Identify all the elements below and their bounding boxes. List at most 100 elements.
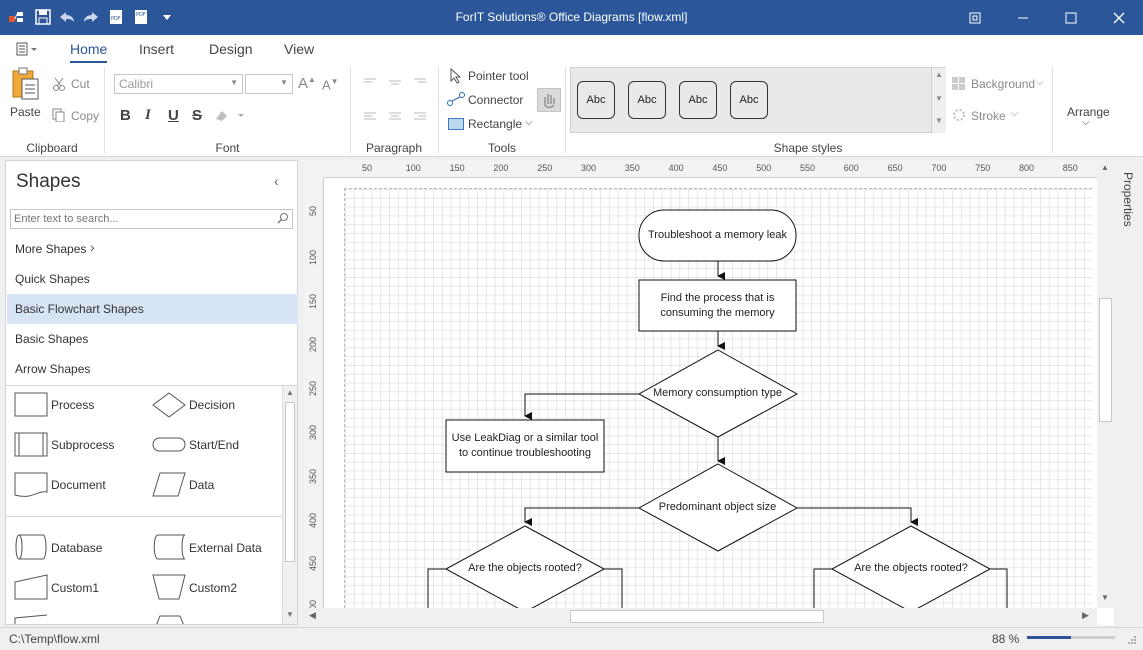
shape-start-end[interactable]: Start/End (189, 438, 240, 452)
arrange-button[interactable]: Arrange (1067, 105, 1110, 119)
chevron-down-icon[interactable]: ▼ (935, 94, 943, 103)
chevron-up-icon[interactable]: ▲ (286, 388, 294, 397)
properties-tab[interactable]: Properties (1121, 172, 1135, 227)
search-icon[interactable] (277, 212, 289, 227)
stroke-button[interactable]: Stroke (971, 109, 1006, 123)
shape-custom2[interactable]: Custom2 (189, 581, 238, 595)
connector[interactable] (524, 507, 639, 526)
minimize-icon[interactable] (999, 0, 1047, 35)
scroll-thumb[interactable] (285, 402, 295, 562)
scroll-thumb[interactable] (1099, 298, 1112, 422)
chevron-down-icon[interactable]: ⌵ (1011, 108, 1019, 119)
process-node-leakdiag[interactable] (445, 419, 605, 473)
shape-subprocess[interactable]: Subprocess (51, 438, 115, 452)
gallery-expand-icon[interactable]: ▼ (935, 116, 943, 125)
chevron-down-icon[interactable]: ▼ (1101, 593, 1109, 602)
custom1-shape-icon[interactable] (14, 574, 48, 602)
canvas-horizontal-scrollbar[interactable]: ◀ ▶ (304, 608, 1097, 625)
resize-grip-icon[interactable] (1127, 634, 1137, 648)
strikethrough-icon[interactable]: S (192, 107, 203, 124)
customize-qat-icon[interactable] (158, 8, 176, 26)
process-node-find[interactable] (638, 279, 797, 332)
external-data-shape-icon[interactable] (152, 534, 186, 562)
nav-quick-shapes[interactable]: Quick Shapes (7, 264, 298, 294)
fullscreen-icon[interactable] (951, 0, 999, 35)
chevron-right-icon[interactable]: ▶ (1082, 610, 1089, 620)
subprocess-shape-icon[interactable] (14, 432, 48, 458)
collapse-panel-icon[interactable]: ‹ (274, 173, 279, 189)
custom2-shape-icon[interactable] (152, 574, 186, 602)
connector[interactable] (524, 393, 639, 420)
chevron-down-icon[interactable]: ▼ (286, 610, 294, 619)
shape-gallery-scrollbar[interactable]: ▲ ▼ (282, 386, 297, 624)
shape-decision[interactable]: Decision (189, 398, 236, 412)
canvas-vertical-scrollbar[interactable]: ▲ ▼ (1097, 160, 1114, 608)
scroll-thumb[interactable] (570, 610, 824, 623)
nav-more-shapes[interactable]: More Shapes › (7, 234, 298, 264)
bold-icon[interactable]: B (120, 107, 131, 124)
align-left-icon[interactable] (364, 111, 376, 125)
rectangle-button[interactable]: Rectangle (468, 117, 523, 131)
close-icon[interactable] (1095, 0, 1143, 35)
align-top-center-icon[interactable] (389, 79, 401, 93)
decision-node-object-size[interactable] (637, 463, 799, 552)
pan-tool-button[interactable] (537, 88, 561, 112)
nav-arrow-shapes[interactable]: Arrow Shapes (7, 354, 298, 384)
shape-data[interactable]: Data (189, 478, 215, 492)
canvas-viewport[interactable]: Troubleshoot a memory leak Find the proc… (324, 178, 1097, 608)
nav-basic-flowchart-shapes[interactable]: Basic Flowchart Shapes (7, 294, 298, 324)
tab-design[interactable]: Design (209, 41, 253, 57)
shrink-font-icon[interactable]: A▼ (322, 77, 339, 93)
shape-custom1[interactable]: Custom1 (51, 581, 100, 595)
align-center-icon[interactable] (389, 111, 401, 125)
export-pdf-icon[interactable]: PDF (107, 8, 125, 26)
data-shape-icon[interactable] (152, 472, 186, 498)
save-icon[interactable] (34, 8, 52, 26)
pointer-tool-button[interactable]: Pointer tool (468, 69, 529, 83)
shape-external-data[interactable]: External Data (189, 541, 262, 555)
shape-style-3[interactable]: Abc (679, 81, 717, 119)
file-menu-icon[interactable] (16, 42, 38, 59)
connector[interactable] (604, 568, 623, 608)
tab-insert[interactable]: Insert (139, 41, 175, 57)
shape-style-2[interactable]: Abc (628, 81, 666, 119)
chevron-down-icon[interactable]: ⌵ (1036, 77, 1044, 88)
chevron-left-icon[interactable]: ◀ (309, 610, 316, 620)
shape-style-1[interactable]: Abc (577, 81, 615, 119)
shape-document[interactable]: Document (51, 478, 106, 492)
redo-icon[interactable] (82, 8, 100, 26)
connector[interactable] (427, 568, 446, 608)
connector[interactable] (797, 507, 918, 526)
grow-font-icon[interactable]: A▲ (298, 75, 316, 92)
document-shape-icon[interactable] (14, 472, 48, 500)
nav-basic-shapes[interactable]: Basic Shapes (7, 324, 298, 354)
background-button[interactable]: Background (971, 77, 1036, 91)
shape-search-input[interactable] (11, 210, 266, 228)
undo-icon[interactable] (58, 8, 76, 26)
connector-button[interactable]: Connector (468, 93, 524, 107)
copy-button[interactable]: Copy (71, 109, 100, 123)
chevron-down-icon[interactable]: ⌵ (1082, 117, 1090, 128)
tab-home[interactable]: Home (70, 41, 108, 63)
chevron-down-icon[interactable]: ⌵ (525, 117, 533, 128)
align-right-icon[interactable] (414, 111, 426, 125)
decision-shape-icon[interactable] (152, 392, 186, 418)
font-family-combo[interactable]: Calibri ▼ (114, 74, 243, 94)
underline-icon[interactable]: U (168, 107, 179, 124)
tab-view[interactable]: View (284, 41, 315, 57)
connector[interactable] (990, 568, 1008, 608)
start-end-shape-icon[interactable] (152, 436, 186, 454)
shape-database[interactable]: Database (51, 541, 103, 555)
connector[interactable] (813, 568, 832, 608)
chevron-up-icon[interactable]: ▲ (935, 70, 943, 79)
gallery-scrollbar[interactable]: ▲ ▼ ▼ (931, 68, 946, 133)
process-shape-icon[interactable] (14, 392, 48, 418)
italic-icon[interactable]: I (145, 107, 151, 123)
zoom-slider[interactable] (1027, 636, 1115, 639)
shape-process[interactable]: Process (51, 398, 95, 412)
shape-style-4[interactable]: Abc (730, 81, 768, 119)
app-icon[interactable] (8, 8, 26, 26)
cut-button[interactable]: Cut (71, 77, 90, 91)
export-pdf-alt-icon[interactable]: PDF (132, 8, 150, 26)
